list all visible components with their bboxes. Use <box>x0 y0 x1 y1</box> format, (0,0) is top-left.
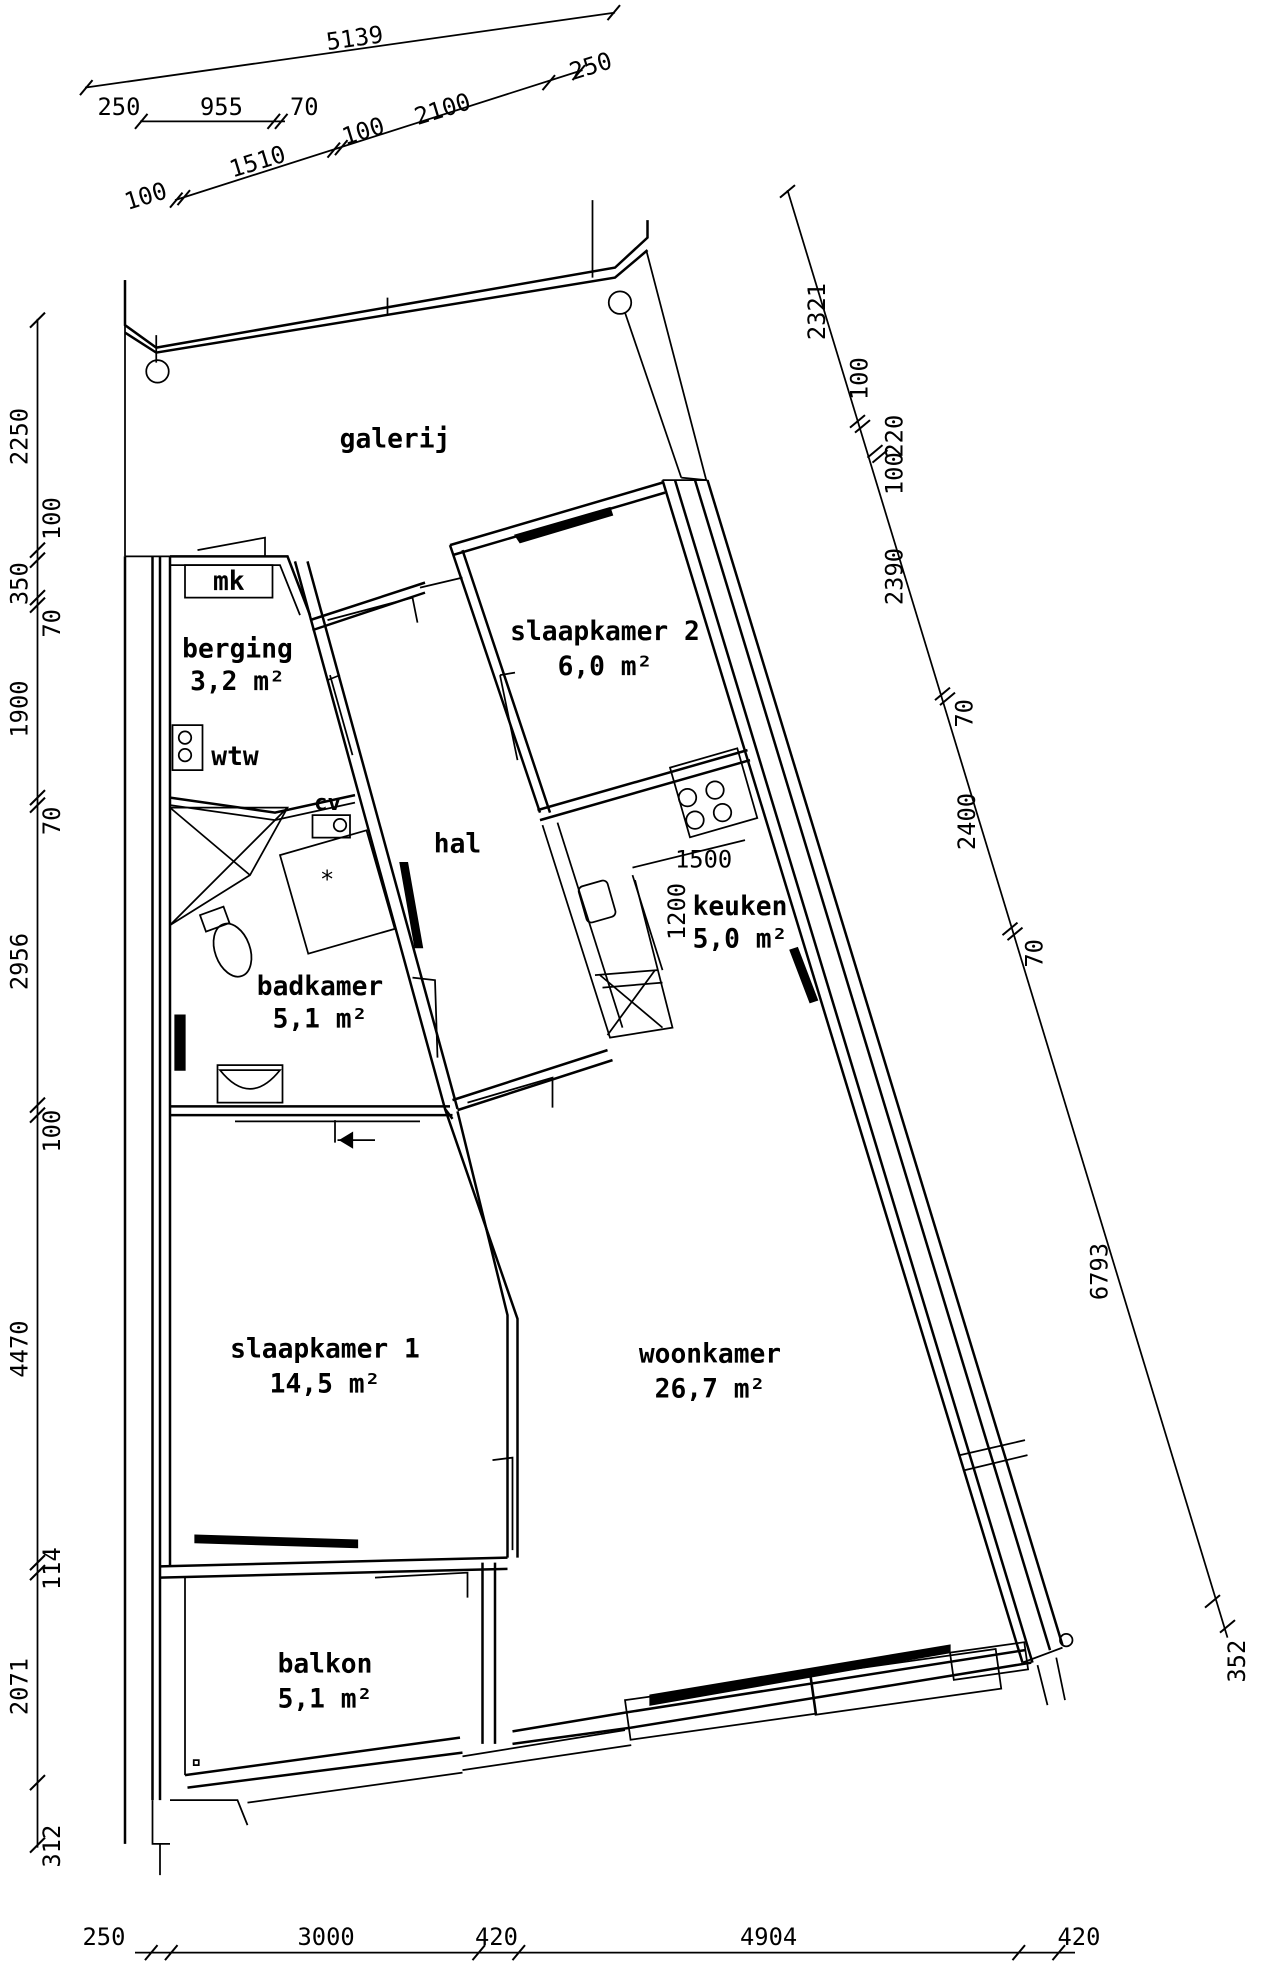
room-slaapkamer1-name: slaapkamer 1 <box>230 1335 420 1365</box>
dim-left-70b: 70 <box>38 807 66 836</box>
sink-icon <box>218 1069 282 1090</box>
dim-left-2250: 2250 <box>5 408 33 465</box>
kitchen-depth-dim: 1200 <box>663 883 691 940</box>
wtw-unit <box>171 724 204 771</box>
dim-bottom-250: 250 <box>83 1923 126 1951</box>
room-woonkamer-name: woonkamer <box>639 1340 781 1370</box>
dim-top-2100: 2100 <box>411 87 474 131</box>
galerij-walls <box>123 200 708 557</box>
dim-top-100-a: 100 <box>121 177 170 216</box>
dim-right-2321: 2321 <box>803 283 831 340</box>
washer <box>278 829 396 955</box>
dim-top-100-b: 100 <box>339 112 388 151</box>
dim-right-2400: 2400 <box>953 793 981 850</box>
dim-left-1900: 1900 <box>5 680 33 737</box>
dim-top-1510: 1510 <box>226 140 289 184</box>
dim-left-312: 312 <box>38 1825 66 1868</box>
room-labels: galerij mk berging 3,2 m² wtw cv hal sla… <box>182 425 787 1715</box>
left-dimensions: 2250 100 350 70 1900 70 2956 100 4470 11… <box>5 311 66 1868</box>
dim-bottom-420a: 420 <box>475 1923 518 1951</box>
room-badkamer-name: badkamer <box>257 972 383 1002</box>
dim-bottom-3000: 3000 <box>298 1923 355 1951</box>
toilet-icon <box>212 922 253 978</box>
dim-right-70a: 70 <box>951 699 979 728</box>
windows <box>174 506 951 1706</box>
kitchen-sink <box>577 879 617 924</box>
dim-left-100b: 100 <box>38 1110 66 1153</box>
doors <box>197 536 554 1598</box>
room-badkamer-area: 5,1 m² <box>273 1005 368 1035</box>
cv-unit <box>311 814 351 839</box>
room-wtw-name: wtw <box>211 742 259 772</box>
dim-left-114: 114 <box>38 1547 66 1590</box>
dim-right-100b: 100 <box>881 452 909 495</box>
room-keuken-name: keuken <box>693 892 788 922</box>
room-mk-name: mk <box>213 567 245 597</box>
room-slaapkamer2-area: 6,0 m² <box>558 652 653 682</box>
top-dimensions: 5139 250 955 70 100 1510 100 2100 250 <box>79 4 621 216</box>
room-hal-name: hal <box>434 830 481 860</box>
mk-box <box>184 564 274 599</box>
room-balkon-area: 5,1 m² <box>278 1685 373 1715</box>
right-dimensions: 2321 100 220 100 2390 70 2400 70 6793 35… <box>779 184 1251 1683</box>
dim-top-70: 70 <box>290 93 319 121</box>
dim-right-220: 220 <box>881 415 909 458</box>
dim-right-6793: 6793 <box>1086 1243 1114 1300</box>
kitchen-width-dim: 1500 <box>675 846 732 874</box>
interior-walls <box>151 481 751 1845</box>
dim-left-350: 350 <box>5 562 33 605</box>
room-keuken-area: 5,0 m² <box>693 925 788 955</box>
dim-left-100: 100 <box>38 497 66 540</box>
dim-bottom-4904: 4904 <box>740 1923 797 1951</box>
room-balkon-name: balkon <box>278 1650 373 1680</box>
outer-walls <box>123 479 1074 1876</box>
bottom-dimensions: 250 3000 420 4904 420 <box>83 1923 1101 1961</box>
dim-top-250-b: 250 <box>566 47 615 86</box>
fixtures: * <box>169 564 759 1104</box>
dim-top-250-a: 250 <box>98 93 141 121</box>
dim-right-70b: 70 <box>1021 939 1049 968</box>
room-berging-area: 3,2 m² <box>190 667 285 697</box>
room-galerij-name: galerij <box>340 425 451 455</box>
room-woonkamer-area: 26,7 m² <box>655 1375 766 1405</box>
dim-top-955: 955 <box>200 93 243 121</box>
dim-right-2390: 2390 <box>881 548 909 605</box>
dim-left-2071: 2071 <box>5 1658 33 1715</box>
room-slaapkamer1-area: 14,5 m² <box>270 1370 381 1400</box>
dim-left-70a: 70 <box>38 609 66 638</box>
dim-left-4470: 4470 <box>5 1320 33 1377</box>
dim-overall-top: 5139 <box>324 20 385 56</box>
dim-right-352: 352 <box>1223 1640 1251 1683</box>
dim-bottom-420b: 420 <box>1058 1923 1101 1951</box>
svg-text:*: * <box>320 866 334 894</box>
dim-right-100a: 100 <box>846 357 874 400</box>
room-slaapkamer2-name: slaapkamer 2 <box>510 617 700 647</box>
room-cv-name: cv <box>314 790 341 816</box>
dim-left-2956: 2956 <box>5 933 33 990</box>
room-berging-name: berging <box>182 635 293 665</box>
